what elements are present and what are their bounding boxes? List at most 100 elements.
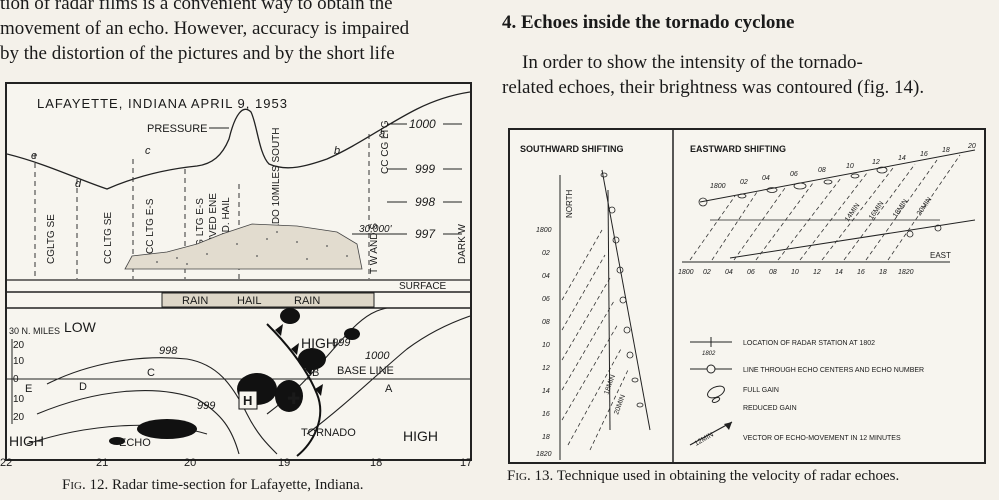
fig13-caption-prefix: Fig. 13. [507, 468, 554, 484]
svg-text:06: 06 [542, 296, 550, 303]
base-line-label: BASE LINE [337, 365, 394, 377]
svg-text:04: 04 [542, 273, 550, 280]
pressure-tick-997: 997 [415, 227, 436, 241]
label-echo: ECHO [119, 437, 151, 449]
svg-text:08: 08 [769, 269, 777, 276]
map-letter-a: A [385, 383, 393, 395]
mile-tick-20n: 20 [13, 340, 25, 351]
rain-hail-band [161, 292, 375, 308]
svg-text:20: 20 [967, 143, 976, 150]
fig13-caption-text: Technique used in obtaining the velocity… [556, 468, 900, 484]
point-c: c [145, 145, 151, 157]
legend-vector-label: 12MIN [694, 431, 715, 447]
vlabel-cc-ltg-es: CC LTG E-S [145, 198, 156, 254]
svg-text:06: 06 [790, 171, 798, 178]
point-e: e [31, 150, 37, 162]
legend-reduced-gain-symbol [711, 397, 721, 403]
point-b: b [334, 145, 340, 157]
height-label: 30,000' [359, 224, 393, 235]
svg-text:12: 12 [872, 159, 880, 166]
point-a: a [379, 128, 385, 140]
legend-item-3: FULL GAIN [743, 387, 779, 394]
right-echo-symbols [698, 166, 942, 238]
svg-text:16: 16 [542, 411, 550, 418]
pressure-tick-1000: 1000 [409, 117, 436, 131]
svg-text:10: 10 [791, 269, 799, 276]
svg-text:04: 04 [725, 269, 733, 276]
isobar-999a: 999 [197, 400, 215, 412]
vlabel-cc-cg-ltg: CC CG LTG [380, 120, 391, 174]
svg-text:12: 12 [813, 269, 821, 276]
svg-text:1800: 1800 [710, 183, 726, 190]
body-line-3: by the distortion of the pictures and by… [0, 43, 395, 64]
svg-text:1800: 1800 [678, 269, 694, 276]
label-low: LOW [64, 319, 97, 335]
right-x-ticks: 1800 02 04 06 08 10 12 14 16 18 1820 [678, 269, 914, 276]
right-track-top [699, 149, 976, 203]
svg-text:02: 02 [703, 269, 711, 276]
fig13-caption: Fig. 13. Technique used in obtaining the… [507, 468, 899, 485]
svg-text:08: 08 [542, 319, 550, 326]
fig12-title: LAFAYETTE, INDIANA APRIL 9, 1953 [37, 96, 288, 111]
svg-text:08: 08 [818, 167, 826, 174]
band-rain-2: RAIN [294, 295, 320, 307]
section-para-line-2: related echoes, their brightness was con… [502, 77, 925, 98]
left-echo-symbols [600, 172, 644, 408]
svg-text:16: 16 [857, 269, 865, 276]
isobar-998: 998 [159, 345, 178, 357]
echoes [109, 308, 360, 445]
north-label: NORTH [565, 189, 574, 218]
mile-tick-0: 0 [13, 374, 19, 385]
svg-text:16: 16 [920, 151, 928, 158]
fig13-svg: SOUTHWARD SHIFTING EASTWARD SHIFTING NOR… [520, 130, 976, 462]
isobar-1000: 1000 [365, 350, 390, 362]
time-tick-19: 19 [278, 457, 291, 469]
fig12-time-axis: 22 21 20 19 18 17 [0, 457, 475, 473]
svg-text:18: 18 [879, 269, 887, 276]
isobar-999b: 999 [332, 337, 350, 349]
svg-text:02: 02 [542, 250, 550, 257]
front-line [266, 323, 322, 457]
map-letter-c: C [147, 367, 155, 379]
fig13-left-title: SOUTHWARD SHIFTING [520, 144, 624, 154]
vlabel-cc-ltg-se: CC LTG SE [103, 212, 114, 264]
svg-text:1800: 1800 [536, 227, 552, 234]
vlabel-cgltg-se: CGLTG SE [46, 214, 57, 264]
section-heading: 4. Echoes inside the tornado cyclone [502, 12, 795, 33]
right-diagonals [689, 154, 961, 261]
legend-item-4: REDUCED GAIN [743, 405, 797, 412]
legend-item-2: LINE THROUGH ECHO CENTERS AND ECHO NUMBE… [743, 367, 924, 374]
time-tick-21: 21 [96, 457, 109, 469]
pressure-tick-998: 998 [415, 195, 435, 209]
svg-text:14: 14 [542, 388, 550, 395]
left-y-ticks: 1800 02 04 06 08 10 12 14 16 18 1820 [536, 227, 552, 458]
map-h: H [243, 393, 252, 408]
body-line-2: movement of an echo. However, accuracy i… [0, 18, 410, 39]
body-line-1: tion of radar films is a convenient way … [0, 0, 393, 14]
time-tick-18: 18 [370, 457, 383, 469]
svg-text:14: 14 [898, 155, 906, 162]
pressure-label: PRESSURE [147, 123, 208, 135]
left-track-2 [607, 189, 611, 431]
legend-item-1: LOCATION OF RADAR STATION AT 1802 [743, 340, 875, 347]
mile-tick-20s: 20 [13, 412, 25, 423]
figure-13: SOUTHWARD SHIFTING EASTWARD SHIFTING NOR… [508, 128, 986, 464]
diag-16min: 16MIN [868, 200, 886, 221]
svg-text:10: 10 [846, 163, 854, 170]
svg-text:14: 14 [835, 269, 843, 276]
vlabel-tornado-south: TORNADO 10MILES SOUTH [271, 127, 282, 259]
diag-20min: 20MIN [916, 196, 934, 217]
svg-text:04: 04 [762, 175, 770, 182]
fig12-svg: LAFAYETTE, INDIANA APRIL 9, 1953 1000 99… [6, 91, 471, 457]
fig12-caption-text: Radar time-section for Lafayette, Indian… [111, 477, 364, 493]
svg-text:1820: 1820 [898, 269, 914, 276]
label-high-right: HIGH [403, 428, 438, 444]
band-hail: HAIL [237, 295, 261, 307]
vlabel-t-w-and-s: T W AND S [369, 223, 380, 274]
label-tornado: TORNADO [301, 427, 356, 439]
label-high-top: HIGH [301, 335, 336, 351]
time-tick-22: 22 [0, 457, 13, 469]
left-diagonals [561, 229, 629, 451]
map-letter-d: D [79, 381, 87, 393]
pressure-tick-lines [387, 123, 462, 235]
